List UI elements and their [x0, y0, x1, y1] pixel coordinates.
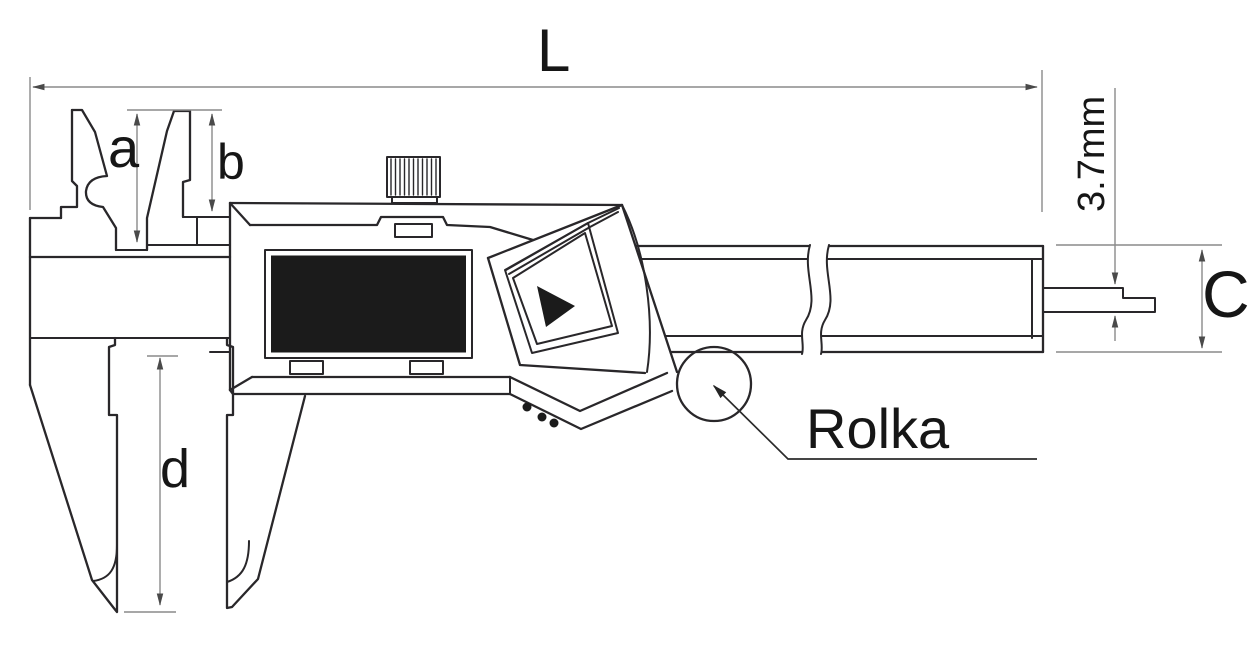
- lower-moving-jaw: [225, 336, 307, 610]
- roller-callout: [712, 384, 1037, 460]
- play-triangle-icon: [537, 286, 575, 327]
- roller-circle: [675, 345, 753, 423]
- beam-right-segment: [598, 243, 1156, 356]
- dimension-a: [127, 109, 222, 243]
- upper-moving-jaw: [145, 109, 192, 252]
- label-beam-width: C: [1202, 257, 1250, 331]
- label-jaw-depth: d: [160, 439, 190, 499]
- beam-break-symbol: [801, 243, 832, 356]
- lcd-screen: [264, 249, 473, 359]
- label-overall-length: L: [537, 17, 570, 84]
- label-jaw-b: b: [217, 134, 245, 190]
- rivet-dot: [537, 412, 547, 422]
- upper-jaws: [59, 108, 192, 252]
- lower-fixed-jaw: [28, 336, 119, 614]
- label-roller: Rolka: [806, 397, 950, 460]
- thumb-wheel: [386, 156, 441, 204]
- display-cover-panel: [486, 203, 679, 375]
- label-jaw-a: a: [108, 116, 140, 179]
- beam-left-segment: [28, 216, 232, 387]
- dimension-C: [1056, 244, 1222, 353]
- lower-jaws: [28, 336, 307, 614]
- depth-rod: [1042, 287, 1156, 313]
- upper-fixed-jaw: [59, 108, 118, 252]
- zero-button: [289, 360, 324, 375]
- dimension-L: [29, 70, 1043, 212]
- rivet-dot: [522, 402, 532, 412]
- housing-bottom-edge: [508, 371, 674, 431]
- dimension-d: [124, 355, 178, 613]
- rivet-dot: [549, 418, 559, 428]
- label-rod-thickness: 3.7mm: [1071, 96, 1113, 212]
- unit-button: [409, 360, 444, 375]
- mode-button: [394, 223, 433, 238]
